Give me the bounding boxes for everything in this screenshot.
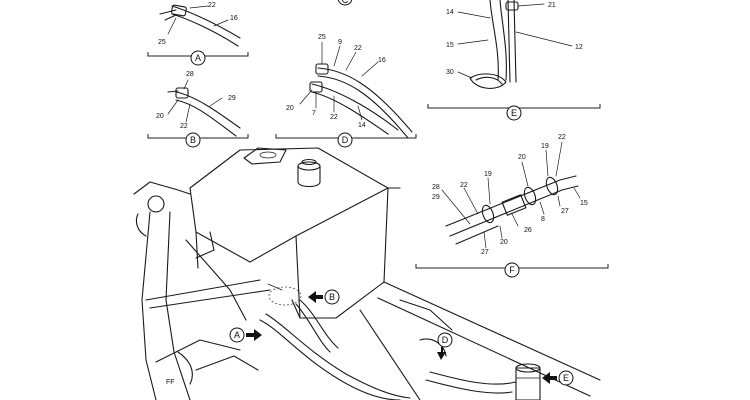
frame-marking: FF [166,379,175,386]
view-d-label-22: 22 [354,45,362,52]
callout-a-arrow [246,329,262,341]
view-b-label-22: 22 [180,123,188,130]
callout-d-circle [437,332,453,348]
view-f-label-8: 8 [541,216,545,223]
detail-view-a: 22 16 25 A [147,2,249,66]
view-c-letter: C [342,0,349,5]
view-f-label-29: 29 [432,194,440,201]
callout-b-circle [324,289,340,305]
detail-view-f: 22 20 19 28 29 22 19 27 15 26 8 20 27 F [415,134,609,278]
view-f-label-22b: 22 [460,182,468,189]
view-d-label-22b: 22 [330,114,338,121]
view-d-letter: D [342,135,349,145]
view-d-label-16: 16 [378,57,386,64]
view-e-letter: E [511,108,517,118]
callout-d-arrow [437,347,446,360]
view-f-label-19: 19 [484,171,492,178]
view-c-marker: C [337,0,353,6]
view-e-label-15: 15 [446,42,454,49]
callout-e-circle [558,370,574,386]
view-b-circle [185,132,201,148]
view-f-label-27b: 27 [481,249,489,256]
view-d-label-20: 20 [286,105,294,112]
view-f-label-15: 15 [580,200,588,207]
view-f-label-20b: 20 [500,239,508,246]
view-e-label-14: 14 [446,9,454,16]
callout-d: D [437,332,453,360]
view-c-circle [337,0,353,6]
view-f-letter: F [509,265,515,275]
view-f-label-22: 22 [558,134,566,141]
view-a-circle [190,50,206,66]
view-d-label-14: 14 [358,122,366,129]
view-b-label-29: 29 [228,95,236,102]
detail-view-b: 28 29 20 22 B [147,71,249,148]
view-e-label-12: 12 [575,44,583,51]
view-a-label-16: 16 [230,15,238,22]
view-f-label-27: 27 [561,208,569,215]
callout-b-letter: B [329,292,335,302]
callout-e: E [542,370,574,386]
view-b-label-28: 28 [186,71,194,78]
view-e-label-21: 21 [548,2,556,9]
view-f-label-28: 28 [432,184,440,191]
detail-view-e: 14 21 15 12 30 E [427,0,601,121]
view-f-label-19b: 19 [541,143,549,150]
view-f-label-26: 26 [524,227,532,234]
view-e-circle [506,105,522,121]
view-a-label-22: 22 [208,2,216,9]
view-d-label-9: 9 [338,39,342,46]
callout-b: B [308,289,340,305]
view-e-label-30: 30 [446,69,454,76]
callout-b-arrow [308,291,323,303]
callout-e-letter: E [563,373,569,383]
callout-d-letter: D [442,335,449,345]
view-d-label-25: 25 [318,34,326,41]
callout-a-circle [229,327,245,343]
callout-a: A [229,327,262,343]
callout-e-arrow [542,372,557,384]
machine-assembly: FF [133,147,601,400]
view-b-letter: B [190,135,196,145]
callout-a-letter: A [234,330,240,340]
view-b-label-20: 20 [156,113,164,120]
view-a-letter: A [195,53,201,63]
view-f-circle [504,262,520,278]
view-f-label-20: 20 [518,154,526,161]
view-a-label-25: 25 [158,39,166,46]
view-d-circle [337,132,353,148]
view-d-label-7: 7 [312,110,316,117]
detail-view-d: 25 9 22 16 20 7 22 14 D [275,34,417,148]
